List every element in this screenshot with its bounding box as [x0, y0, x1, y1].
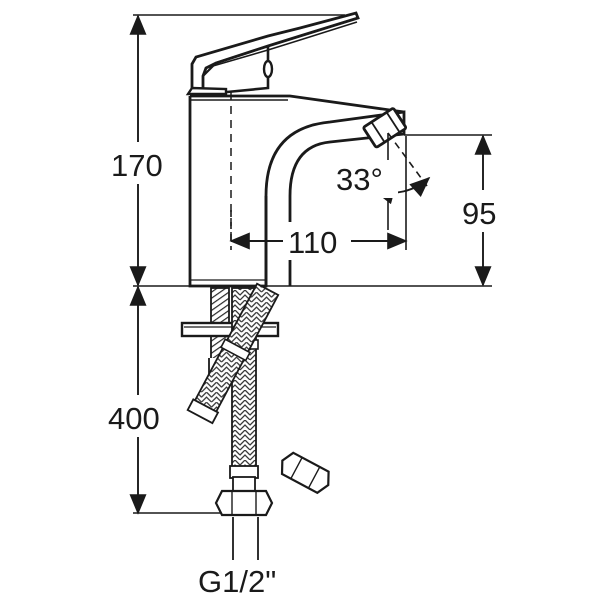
- dim-text-bg-overall-height: [92, 142, 156, 184]
- dimension-aerator-angle: 33°: [332, 132, 431, 230]
- dimension-label-aerator-angle: 33°: [336, 162, 383, 197]
- dimension-label-hose-length: 400: [108, 401, 160, 436]
- dimension-label-overall-height: 170: [111, 148, 163, 183]
- dimension-label-spout-height: 95: [462, 196, 496, 231]
- flexible-hose-hot: [186, 282, 280, 425]
- lever-handle: [185, 11, 360, 97]
- faucet-body-top: [190, 94, 405, 114]
- hose-hot-ferrule-mid: [219, 338, 252, 362]
- hose-nut-right: [280, 451, 330, 495]
- dimension-thread-size: G1/2": [198, 517, 276, 599]
- hose-nut-right-hex: [280, 451, 330, 495]
- dimension-overall-height: 170: [92, 14, 163, 287]
- lever-pivot-icon: [262, 59, 274, 79]
- hose-nut-right-facet-1: [290, 457, 303, 480]
- dimension-hose-length: 400: [90, 285, 160, 515]
- hose-nut-right-facet-2: [307, 466, 321, 489]
- hose-nut-left: [214, 489, 274, 517]
- dim-text-bg-aerator-angle: [332, 160, 398, 198]
- faucet-body-outline: [188, 96, 406, 288]
- hose-nut-left-hex: [214, 489, 274, 517]
- extension-lines: [133, 14, 492, 514]
- dim-text-bg-hose-length: [90, 395, 158, 437]
- hose-hot-ferrule-lower: [186, 398, 220, 425]
- aerator-groove-1: [370, 121, 386, 143]
- dim-text-bg-spout-height: [456, 190, 510, 232]
- lever-handle-skirt: [185, 86, 228, 96]
- dimension-label-thread-size: G1/2": [198, 564, 276, 599]
- aerator-groove-2: [385, 111, 401, 133]
- dimension-spout-reach: 110: [229, 222, 408, 260]
- dimension-spout-height: 95: [456, 134, 510, 287]
- lever-handle-seam: [205, 21, 358, 69]
- lever-handle-top-edge: [202, 16, 359, 77]
- dimension-label-spout-reach: 110: [288, 225, 337, 260]
- hose-cold-collar: [232, 476, 256, 492]
- dim-text-bg-spout-reach: [283, 222, 351, 260]
